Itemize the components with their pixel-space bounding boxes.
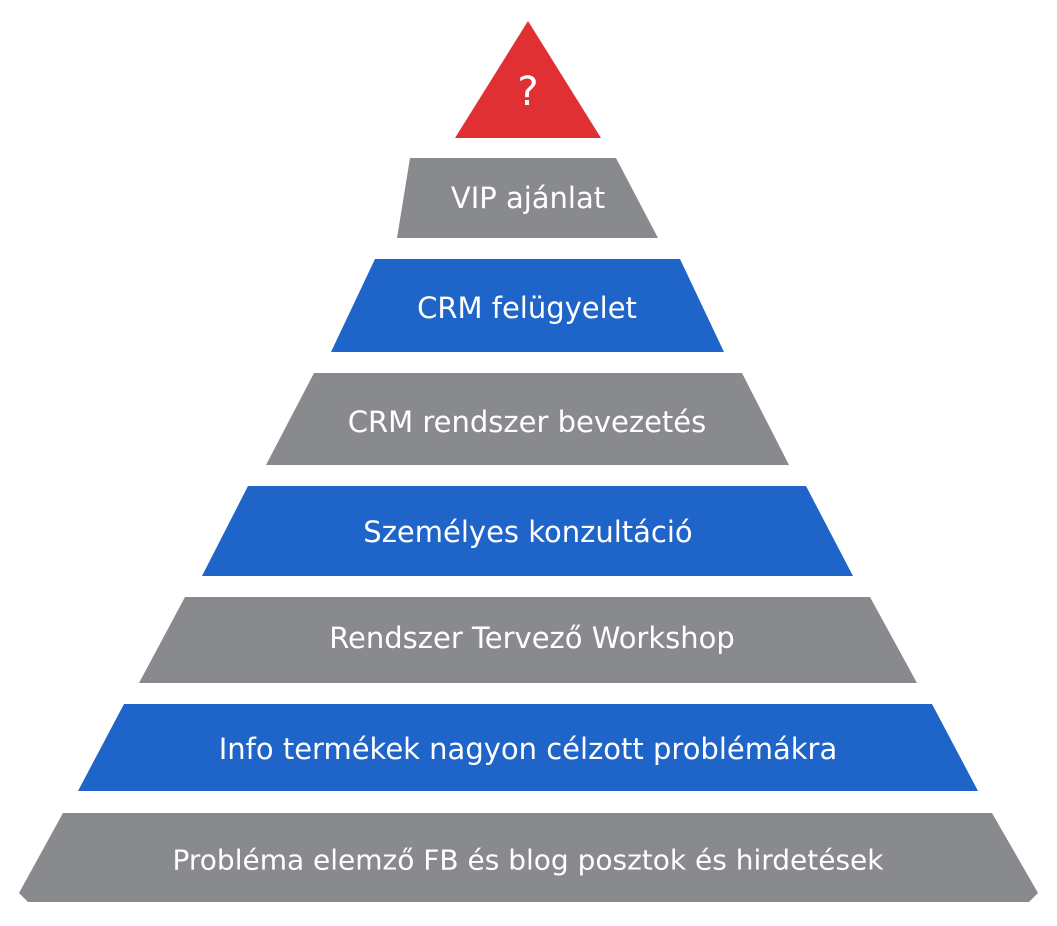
pyramid-level-crm-implementation-shape — [266, 373, 789, 465]
pyramid-level-crm-supervision-shape — [331, 259, 724, 352]
pyramid-level-crm-implementation-label: CRM rendszer bevezetés — [348, 405, 707, 439]
pyramid-level-workshop: Rendszer Tervező Workshop — [139, 597, 917, 683]
pyramid-level-workshop-shape — [139, 597, 917, 683]
pyramid-level-crm-implementation: CRM rendszer bevezetés — [266, 373, 789, 465]
pyramid-level-workshop-label: Rendszer Tervező Workshop — [329, 621, 735, 655]
pyramid-level-consultation-label: Személyes konzultáció — [363, 515, 692, 549]
pyramid-level-vip-label: VIP ajánlat — [451, 181, 605, 215]
pyramid-level-content: Probléma elemző FB és blog posztok és hi… — [19, 813, 1038, 902]
pyramid-level-consultation: Személyes konzultáció — [202, 486, 853, 576]
pyramid-level-content-shape — [19, 813, 1038, 902]
pyramid-level-info-products-shape — [78, 704, 978, 791]
pyramid-level-vip-shape — [397, 158, 658, 238]
pyramid-apex-shape — [455, 21, 601, 138]
pyramid-level-vip: VIP ajánlat — [397, 158, 658, 238]
pyramid-apex-label: ? — [517, 69, 538, 115]
pyramid-level-apex: ? — [455, 21, 601, 138]
pyramid-level-consultation-shape — [202, 486, 853, 576]
pyramid-level-info-products: Info termékek nagyon célzott problémákra — [78, 704, 978, 791]
pyramid-level-content-label: Probléma elemző FB és blog posztok és hi… — [173, 844, 885, 877]
pyramid-level-crm-supervision-label: CRM felügyelet — [417, 291, 637, 325]
pyramid-level-crm-supervision: CRM felügyelet — [331, 259, 724, 352]
pyramid-level-info-products-label: Info termékek nagyon célzott problémákra — [219, 732, 838, 766]
